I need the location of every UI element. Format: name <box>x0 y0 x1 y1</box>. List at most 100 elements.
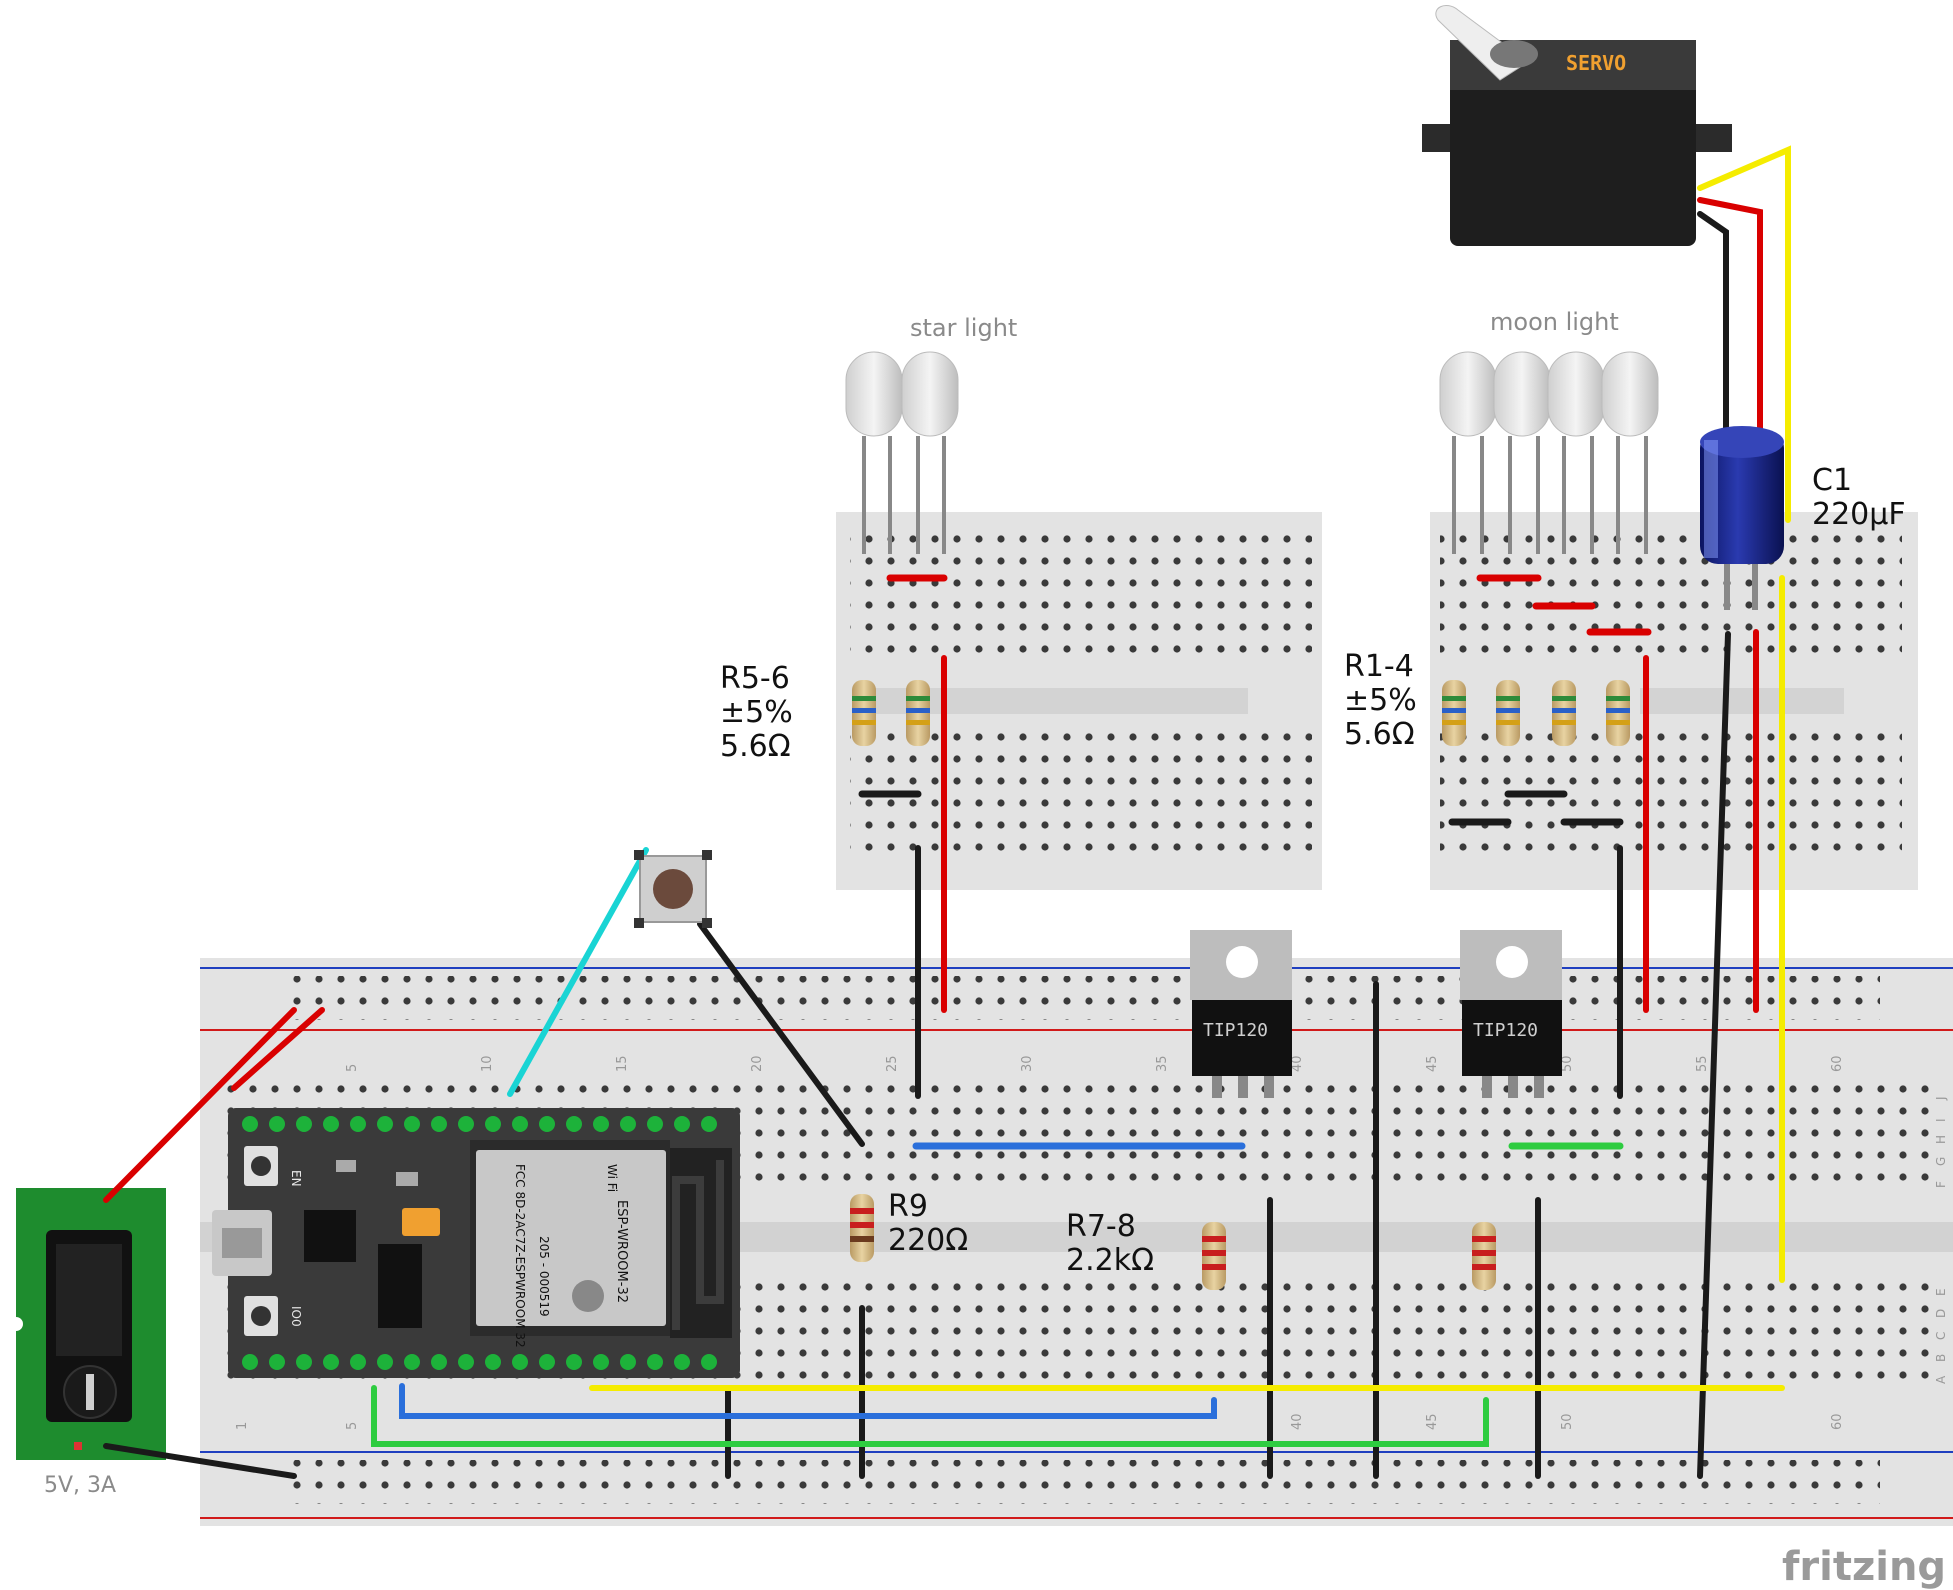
column-numbers-bottom: 1 5 40 45 50 60 <box>235 1413 1845 1430</box>
row-letter: E <box>1934 1288 1948 1296</box>
capacitor-c1 <box>1700 426 1784 610</box>
col-num: 1 <box>235 1422 250 1430</box>
led <box>1493 351 1551 554</box>
transistor-2-label: TIP120 <box>1473 1020 1538 1041</box>
component-labels: R5-6 ±5% 5.6Ω R1-4 ±5% 5.6Ω R9 220Ω R7-8… <box>720 463 1946 1590</box>
transistor-1: TIP120 <box>1190 930 1292 1098</box>
wire-red-servo <box>1697 197 1763 523</box>
wire-blue-long <box>399 1383 1217 1419</box>
r9-value: 220Ω <box>888 1223 968 1258</box>
col-num: 45 <box>1425 1413 1440 1430</box>
col-num: 45 <box>1425 1055 1440 1072</box>
wire-black-button <box>697 921 865 1147</box>
col-num: 55 <box>1695 1055 1710 1072</box>
row-letter: G <box>1934 1157 1948 1166</box>
row-letter: C <box>1934 1332 1948 1340</box>
star-leds: star light <box>845 314 1017 554</box>
r56-tolerance: ±5% <box>720 695 793 730</box>
resistor-r8 <box>1472 1222 1496 1290</box>
resistor <box>1606 680 1630 746</box>
c1-name: C1 <box>1812 463 1852 498</box>
wire-black-jack <box>103 1443 297 1479</box>
cert-text: 205 - 000519 <box>537 1236 551 1317</box>
col-num: 60 <box>1830 1413 1845 1430</box>
en-label: EN <box>289 1170 303 1187</box>
resistors <box>850 680 1630 1290</box>
row-letter: B <box>1934 1354 1948 1362</box>
resistor <box>1442 680 1466 746</box>
transistor-1-label: TIP120 <box>1203 1020 1268 1041</box>
resistor <box>852 680 876 746</box>
espressif-logo <box>572 1280 604 1312</box>
transistor-2: TIP120 <box>1460 930 1562 1098</box>
top-rail-holes <box>280 976 1880 1020</box>
row-letter: A <box>1934 1375 1948 1384</box>
col-num: 50 <box>1560 1413 1575 1430</box>
power-jack: 5V, 3A <box>9 1188 166 1498</box>
resistor <box>1496 680 1520 746</box>
wire-yellow-servo <box>1697 145 1791 523</box>
module-name: ESP-WROOM-32 <box>614 1200 629 1303</box>
col-num: 25 <box>885 1055 900 1072</box>
r56-value: 5.6Ω <box>720 729 791 764</box>
fcc-text: FCC 8D-2AC7Z-ESPWROOM 32 <box>513 1164 527 1348</box>
wire-black-servo <box>1697 211 1729 523</box>
led <box>845 351 903 554</box>
row-letter: D <box>1934 1309 1948 1318</box>
moon-light-label: moon light <box>1490 308 1619 336</box>
bottom-rail-holes <box>280 1460 1880 1504</box>
c1-value: 220µF <box>1812 497 1906 532</box>
col-num: 40 <box>1290 1413 1305 1430</box>
wires <box>103 145 1791 1479</box>
row-letter: J <box>1934 1096 1948 1101</box>
resistor <box>1552 680 1576 746</box>
esp32-board: EN IO0 FCC 8D-2AC7Z-ESPWROOM 32 ESP-WROO… <box>212 1108 740 1378</box>
col-num: 50 <box>1560 1055 1575 1072</box>
servo-body <box>1450 48 1696 246</box>
col-num: 10 <box>480 1055 495 1072</box>
power-jack-label: 5V, 3A <box>44 1473 116 1498</box>
r9-name: R9 <box>888 1189 928 1224</box>
r14-value: 5.6Ω <box>1344 717 1415 752</box>
col-num: 5 <box>345 1064 360 1072</box>
col-num: 30 <box>1020 1055 1035 1072</box>
wire-cyan-button <box>507 847 649 1097</box>
r14-name: R1-4 <box>1344 649 1414 684</box>
led <box>901 351 959 554</box>
tantalum-cap <box>402 1208 440 1236</box>
column-numbers-top: 5 10 15 20 25 30 35 40 45 50 55 60 <box>345 1055 1845 1072</box>
led <box>1547 351 1605 554</box>
col-num: 5 <box>345 1422 360 1430</box>
r56-name: R5-6 <box>720 661 790 696</box>
servo-label: SERVO <box>1566 51 1626 75</box>
usb-uart-chip <box>304 1210 356 1262</box>
io0-label: IO0 <box>289 1306 303 1327</box>
col-num: 60 <box>1830 1055 1845 1072</box>
row-letter: F <box>1934 1181 1948 1188</box>
star-light-label: star light <box>910 314 1017 342</box>
resistor <box>906 680 930 746</box>
wire-black-cap-ground <box>1697 631 1731 1479</box>
wire-red-esp <box>231 1007 325 1091</box>
fritzing-logo: fritzing <box>1782 1544 1946 1590</box>
led <box>1601 351 1659 554</box>
row-letter: I <box>1934 1118 1948 1122</box>
row-letters: J I H G F E D C B A <box>1934 1096 1948 1384</box>
servo-motor: SERVO <box>1422 5 1732 246</box>
r78-name: R7-8 <box>1066 1209 1136 1244</box>
col-num: 20 <box>750 1055 765 1072</box>
r14-tolerance: ±5% <box>1344 683 1417 718</box>
regulator <box>378 1244 422 1328</box>
resistor-r9 <box>850 1194 874 1262</box>
module-shield <box>476 1150 666 1326</box>
col-num: 40 <box>1290 1055 1305 1072</box>
r78-value: 2.2kΩ <box>1066 1243 1154 1278</box>
row-letter: H <box>1934 1135 1948 1144</box>
moon-leds: moon light <box>1439 308 1659 554</box>
push-button <box>634 850 712 928</box>
resistor-r7 <box>1202 1222 1226 1290</box>
col-num: 35 <box>1155 1055 1170 1072</box>
col-num: 15 <box>615 1055 630 1072</box>
wifi-text: Wi Fi <box>605 1164 619 1192</box>
